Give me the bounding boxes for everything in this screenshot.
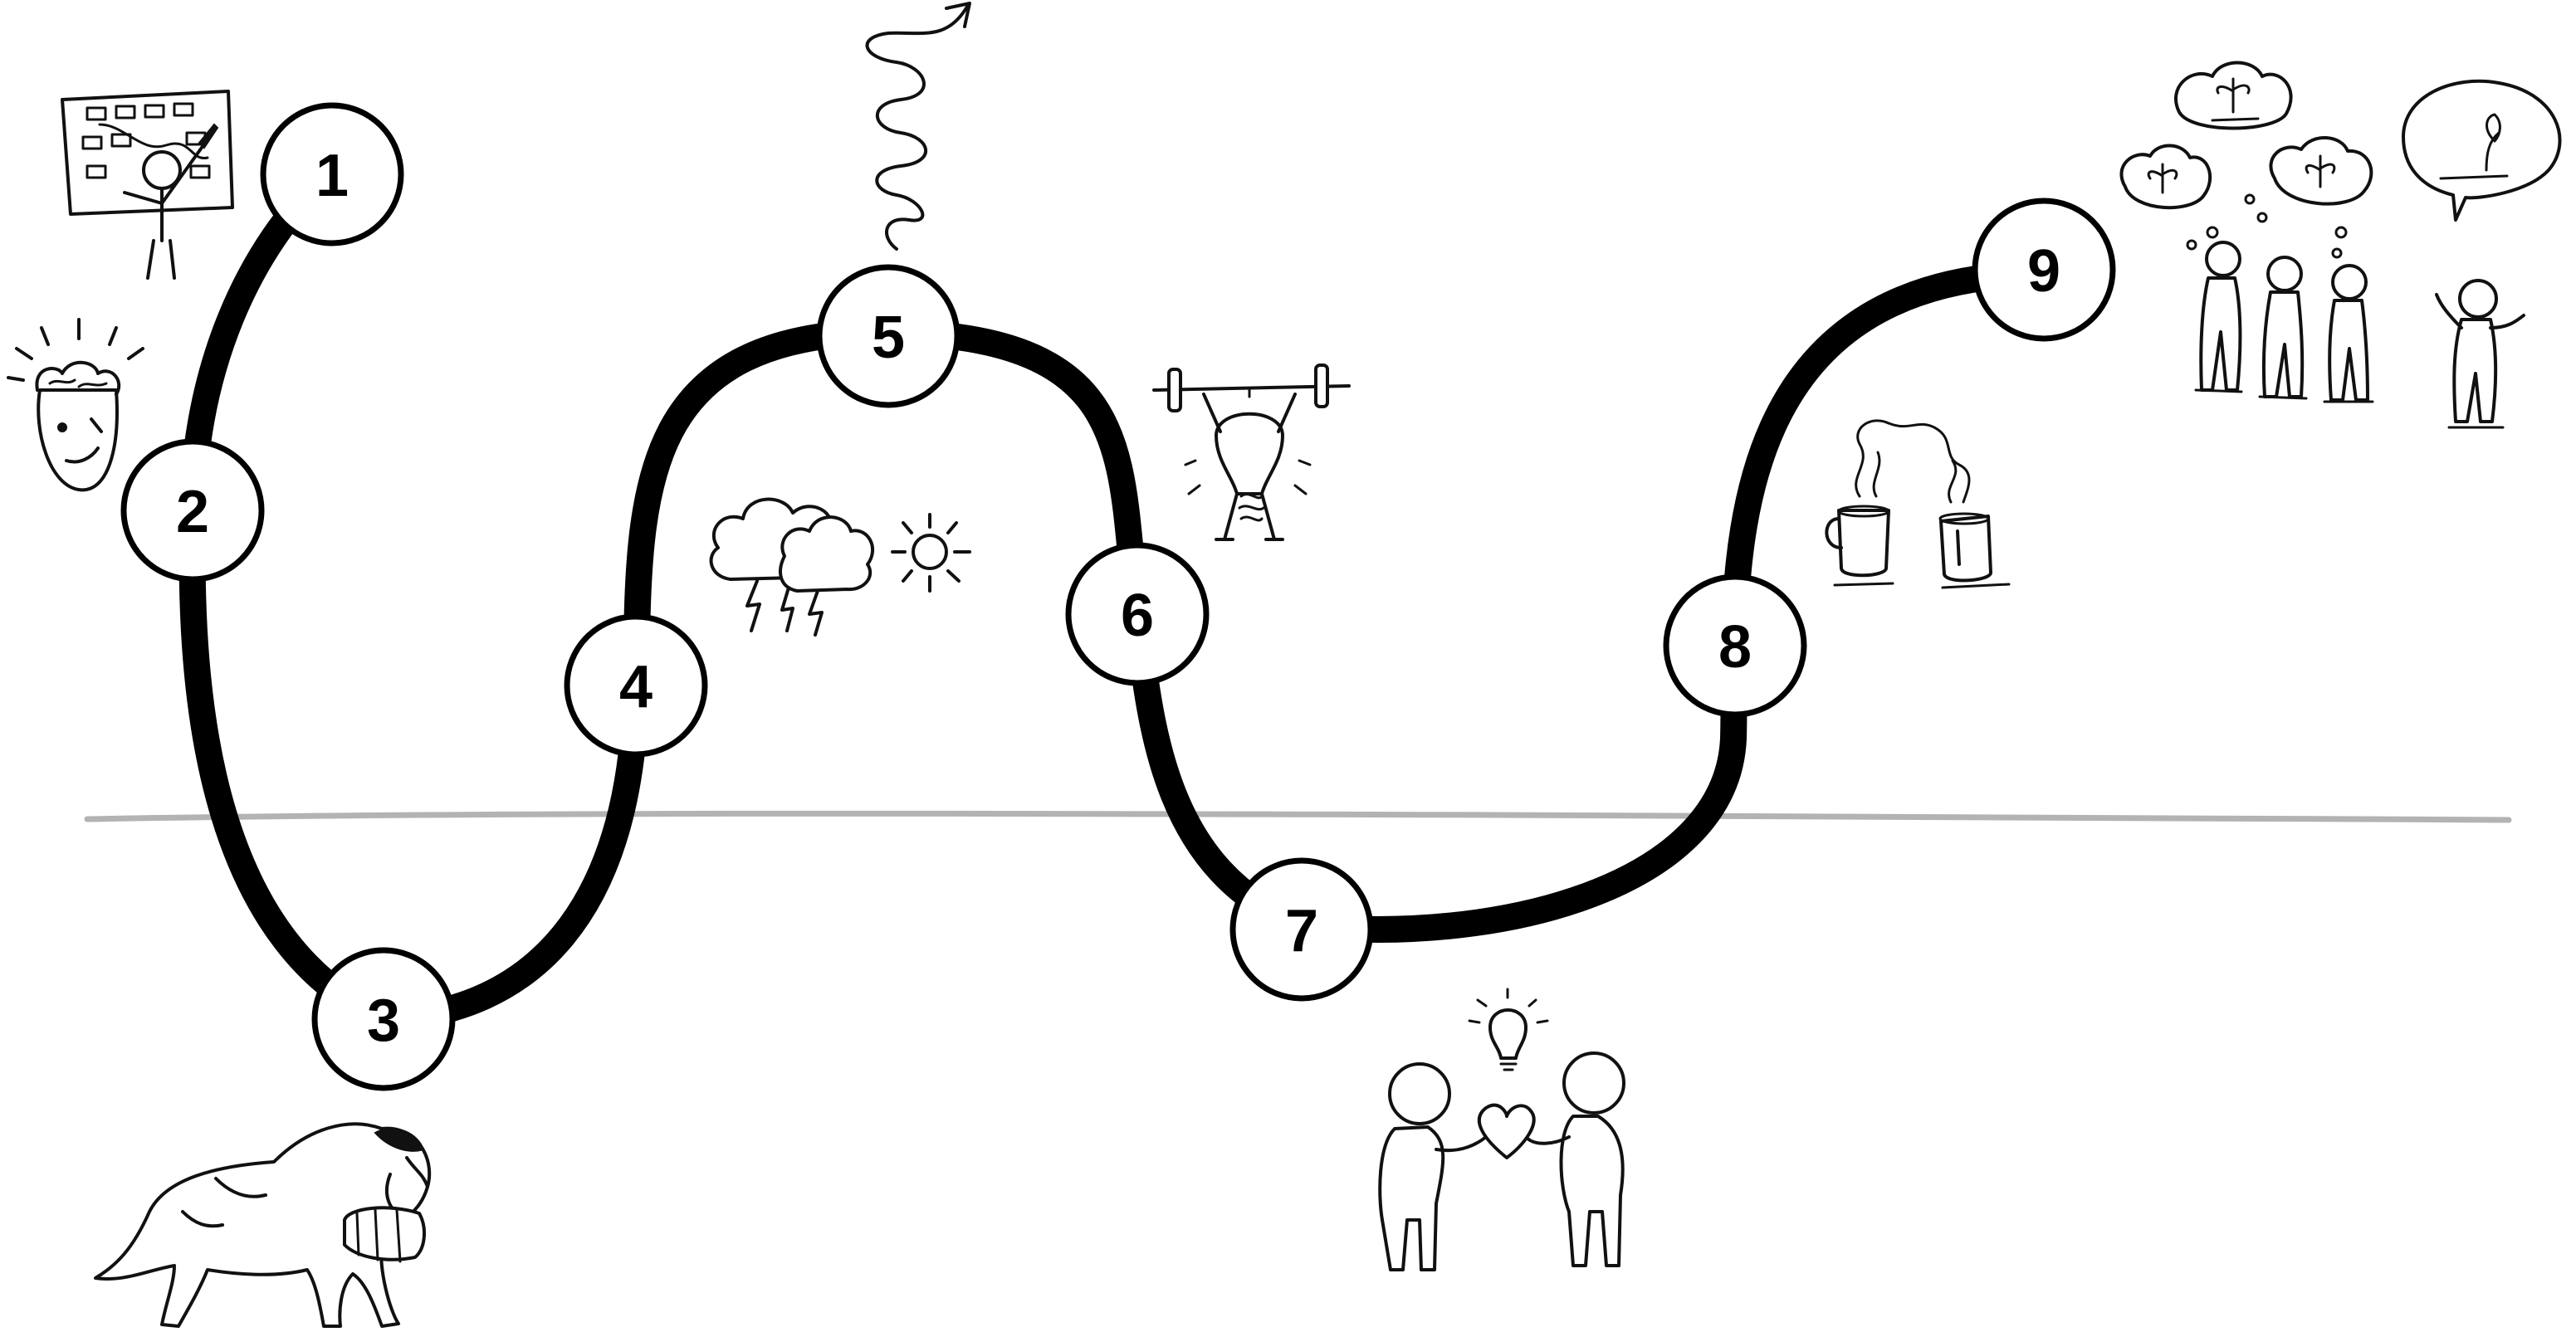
planning-board-person-icon bbox=[61, 90, 234, 280]
journey-node-4: 4 bbox=[564, 613, 708, 758]
upward-spiral-arrow-icon bbox=[865, 2, 971, 251]
journey-node-3: 3 bbox=[311, 947, 456, 1091]
node-label-2: 2 bbox=[176, 479, 209, 545]
storm-clouds-and-sun-icon bbox=[709, 497, 971, 637]
node-label-6: 6 bbox=[1121, 583, 1154, 649]
node-label-1: 1 bbox=[315, 143, 349, 209]
node-label-9: 9 bbox=[2027, 238, 2060, 305]
journey-node-7: 7 bbox=[1229, 857, 1374, 1002]
node-label-4: 4 bbox=[619, 654, 653, 720]
lightbulb-lifting-barbell-icon bbox=[1152, 363, 1351, 541]
journey-node-5: 5 bbox=[816, 264, 961, 408]
head-with-ideas-icon bbox=[7, 318, 144, 492]
journey-node-2: 2 bbox=[120, 438, 265, 583]
journey-node-8: 8 bbox=[1663, 573, 1807, 718]
people-with-growth-thoughts-icon bbox=[2119, 61, 2562, 429]
node-label-8: 8 bbox=[1718, 614, 1752, 681]
two-coffee-mugs-icon bbox=[1825, 419, 2011, 589]
baseline bbox=[84, 810, 2512, 823]
node-label-3: 3 bbox=[367, 988, 400, 1054]
journey-node-1: 1 bbox=[260, 102, 404, 246]
node-label-7: 7 bbox=[1285, 898, 1318, 964]
node-label-5: 5 bbox=[872, 305, 905, 371]
journey-node-6: 6 bbox=[1065, 542, 1210, 686]
journey-node-9: 9 bbox=[1972, 198, 2116, 342]
rescue-dog-barrel-icon bbox=[94, 1122, 432, 1328]
two-people-sharing-heart-icon bbox=[1378, 988, 1625, 1271]
